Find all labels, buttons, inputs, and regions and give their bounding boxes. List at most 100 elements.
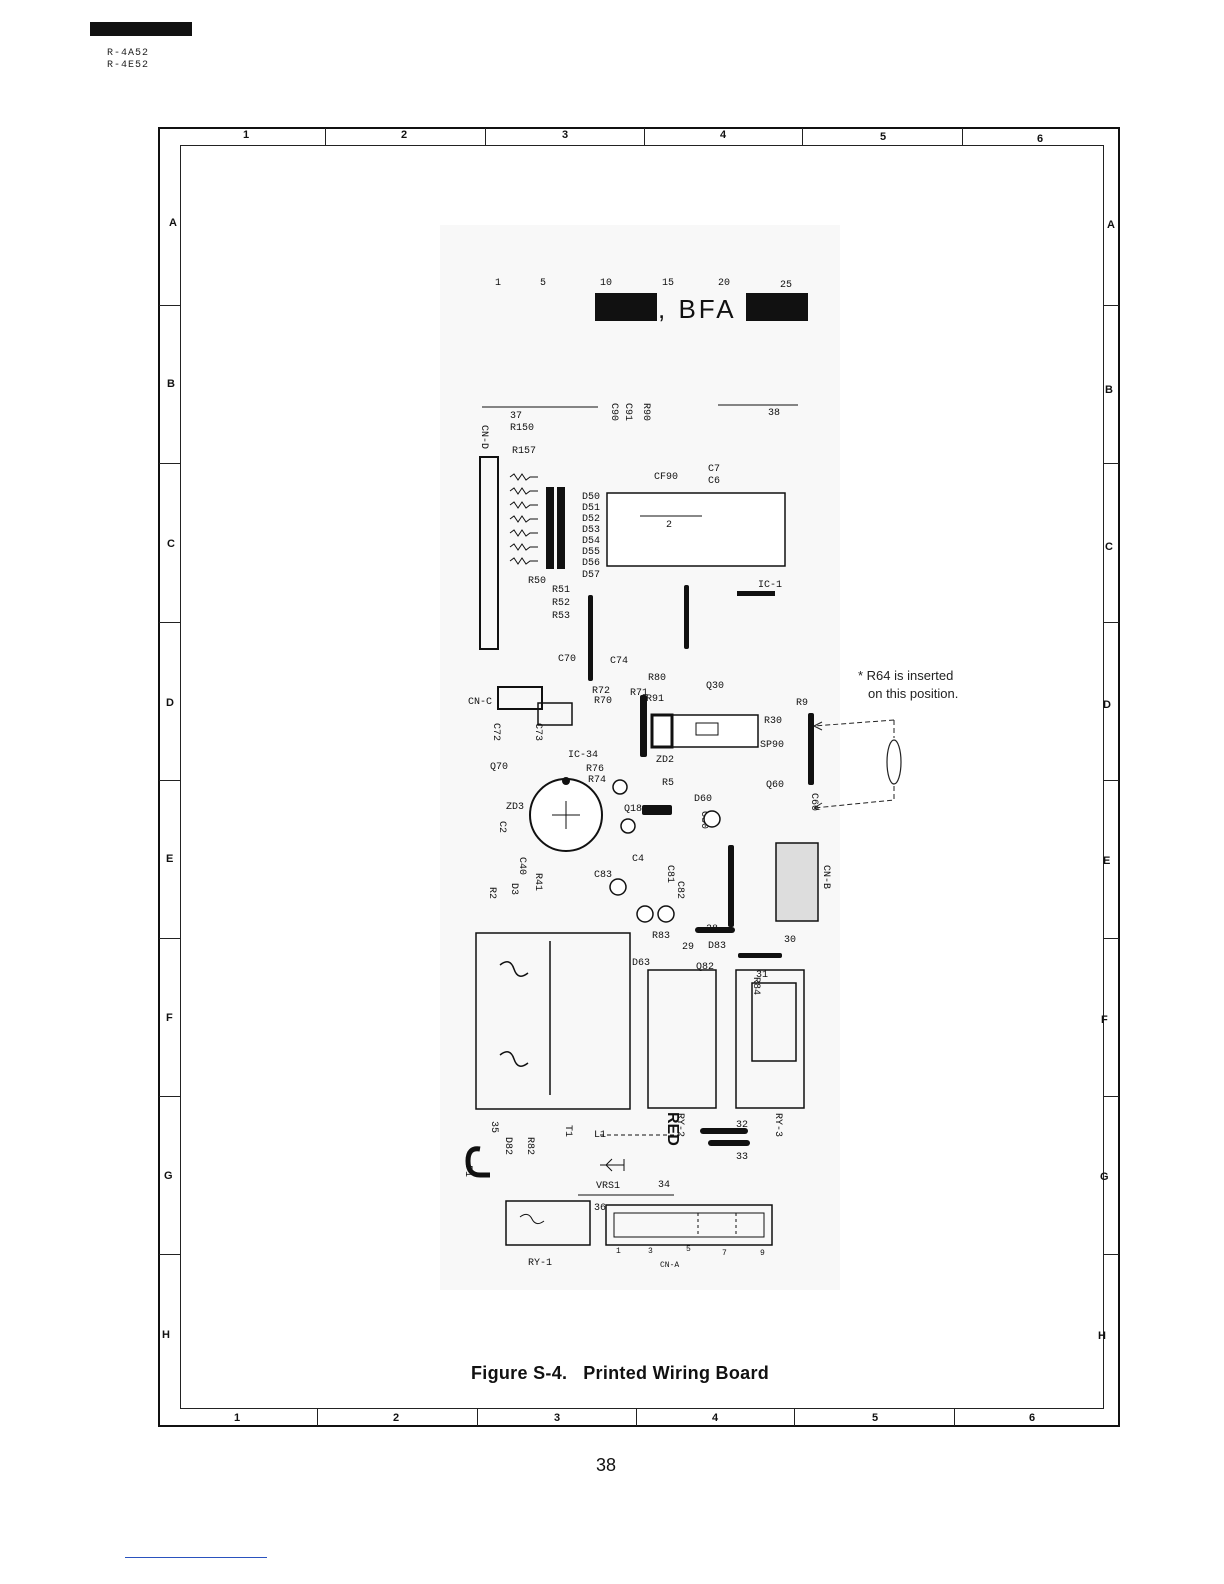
component-label: D56 <box>582 558 600 569</box>
grid-divider <box>794 1409 795 1426</box>
footer-line <box>125 1557 267 1558</box>
column-number: 6 <box>1037 133 1044 145</box>
row-letter: D <box>166 697 174 709</box>
component-label: R41 <box>532 873 543 891</box>
component-label: T1 <box>562 1125 573 1137</box>
row-letter: B <box>167 378 175 390</box>
component-label: C40 <box>516 857 527 875</box>
row-letter: G <box>1100 1171 1109 1183</box>
component-label: R82 <box>524 1137 535 1155</box>
grid-divider <box>1103 1254 1119 1255</box>
component-label: R76 <box>586 764 604 775</box>
ic-1-chip <box>606 492 786 567</box>
component-label: D83 <box>708 941 726 952</box>
component-label: C4 <box>632 854 644 865</box>
column-number: 6 <box>1029 1412 1036 1424</box>
component-label: ZD3 <box>506 802 524 813</box>
row-letter: H <box>1098 1330 1106 1342</box>
connector-label: CN-C <box>468 697 492 708</box>
row-letter: G <box>164 1170 173 1182</box>
component-label: D57 <box>582 570 600 581</box>
component-label: IC-1 <box>758 580 782 591</box>
column-number: 3 <box>562 129 569 141</box>
page-number: 38 <box>596 1455 617 1475</box>
pin-label: 30 <box>784 935 796 946</box>
component-label: D51 <box>582 503 600 514</box>
column-number: 5 <box>872 1412 879 1424</box>
pin-label: 9 <box>760 1249 765 1258</box>
component-label: R9 <box>796 698 808 709</box>
component-label: RY-3 <box>772 1113 783 1137</box>
component-label: D60 <box>694 794 712 805</box>
component-label: C83 <box>594 870 612 881</box>
column-number: 3 <box>554 1412 561 1424</box>
component-label: SP90 <box>760 740 784 751</box>
component-label: R74 <box>588 775 606 786</box>
pin-scale-label: 25 <box>780 280 792 291</box>
component-label: R71 <box>630 688 648 699</box>
grid-divider <box>1103 463 1119 464</box>
component-label: C81 <box>664 865 675 883</box>
component-label: R53 <box>552 611 570 622</box>
redaction-block <box>595 293 657 321</box>
pin-label: 34 <box>658 1180 670 1191</box>
r64-callout <box>813 719 902 810</box>
grid-divider <box>159 780 180 781</box>
pin-label: 5 <box>686 1245 691 1254</box>
component-label: ZD2 <box>656 755 674 766</box>
component-label: C73 <box>532 723 543 741</box>
drawing-frame <box>158 127 1120 1427</box>
relay-ry-3 <box>735 969 805 1109</box>
pin-label: 31 <box>756 970 768 981</box>
component-label: R157 <box>512 446 536 457</box>
row-letter: A <box>169 217 177 229</box>
component-label: C82 <box>674 881 685 899</box>
grid-divider <box>636 1409 637 1426</box>
column-number: 2 <box>401 129 408 141</box>
component-label: C7 <box>708 464 720 475</box>
grid-divider <box>477 1409 478 1426</box>
component-label: C72 <box>490 723 501 741</box>
pin-label: 33 <box>736 1152 748 1163</box>
model-number: R-4A52 <box>107 48 150 59</box>
component-label: R30 <box>764 716 782 727</box>
grid-divider <box>159 463 180 464</box>
relay-ry-1 <box>505 1200 591 1246</box>
pin-label: 3 <box>648 1247 653 1256</box>
component-label: CF90 <box>654 472 678 483</box>
component-label: R72 <box>592 686 610 697</box>
component-label: RY-2 <box>674 1113 685 1137</box>
column-number: 2 <box>393 1412 400 1424</box>
component-label: RY-1 <box>528 1258 552 1269</box>
column-number: 5 <box>880 131 887 143</box>
grid-divider <box>1103 1096 1119 1097</box>
component-label: D55 <box>582 547 600 558</box>
row-letter: F <box>166 1012 173 1024</box>
header-bar <box>90 22 192 36</box>
component-label: R51 <box>552 585 570 596</box>
component-label: Q30 <box>706 681 724 692</box>
pin-label: 32 <box>736 1120 748 1131</box>
grid-divider <box>954 1409 955 1426</box>
component-label: C2 <box>496 821 507 833</box>
pin-label: 35 <box>488 1121 499 1133</box>
grid-divider <box>159 305 180 306</box>
component-label: R50 <box>528 576 546 587</box>
component-label: D54 <box>582 536 600 547</box>
component-label: Q70 <box>490 762 508 773</box>
component-label: Q82 <box>696 962 714 973</box>
column-number: 1 <box>243 129 250 141</box>
grid-divider <box>317 1409 318 1426</box>
row-letter: E <box>1103 855 1111 867</box>
pin-label: 37 <box>510 411 522 422</box>
printed-wiring-board: 1 5 10 15 20 25 , BFA 37 38 R150 R157 CN… <box>440 225 840 1290</box>
connector-label: CN-A <box>660 1261 679 1270</box>
connector-cn-a <box>605 1204 773 1246</box>
component-label: R90 <box>640 403 651 421</box>
pin-label: 29 <box>682 942 694 953</box>
grid-divider <box>1103 780 1119 781</box>
grid-divider <box>802 128 803 145</box>
component-label: D53 <box>582 525 600 536</box>
pin-label: 38 <box>768 408 780 419</box>
grid-divider <box>159 1254 180 1255</box>
